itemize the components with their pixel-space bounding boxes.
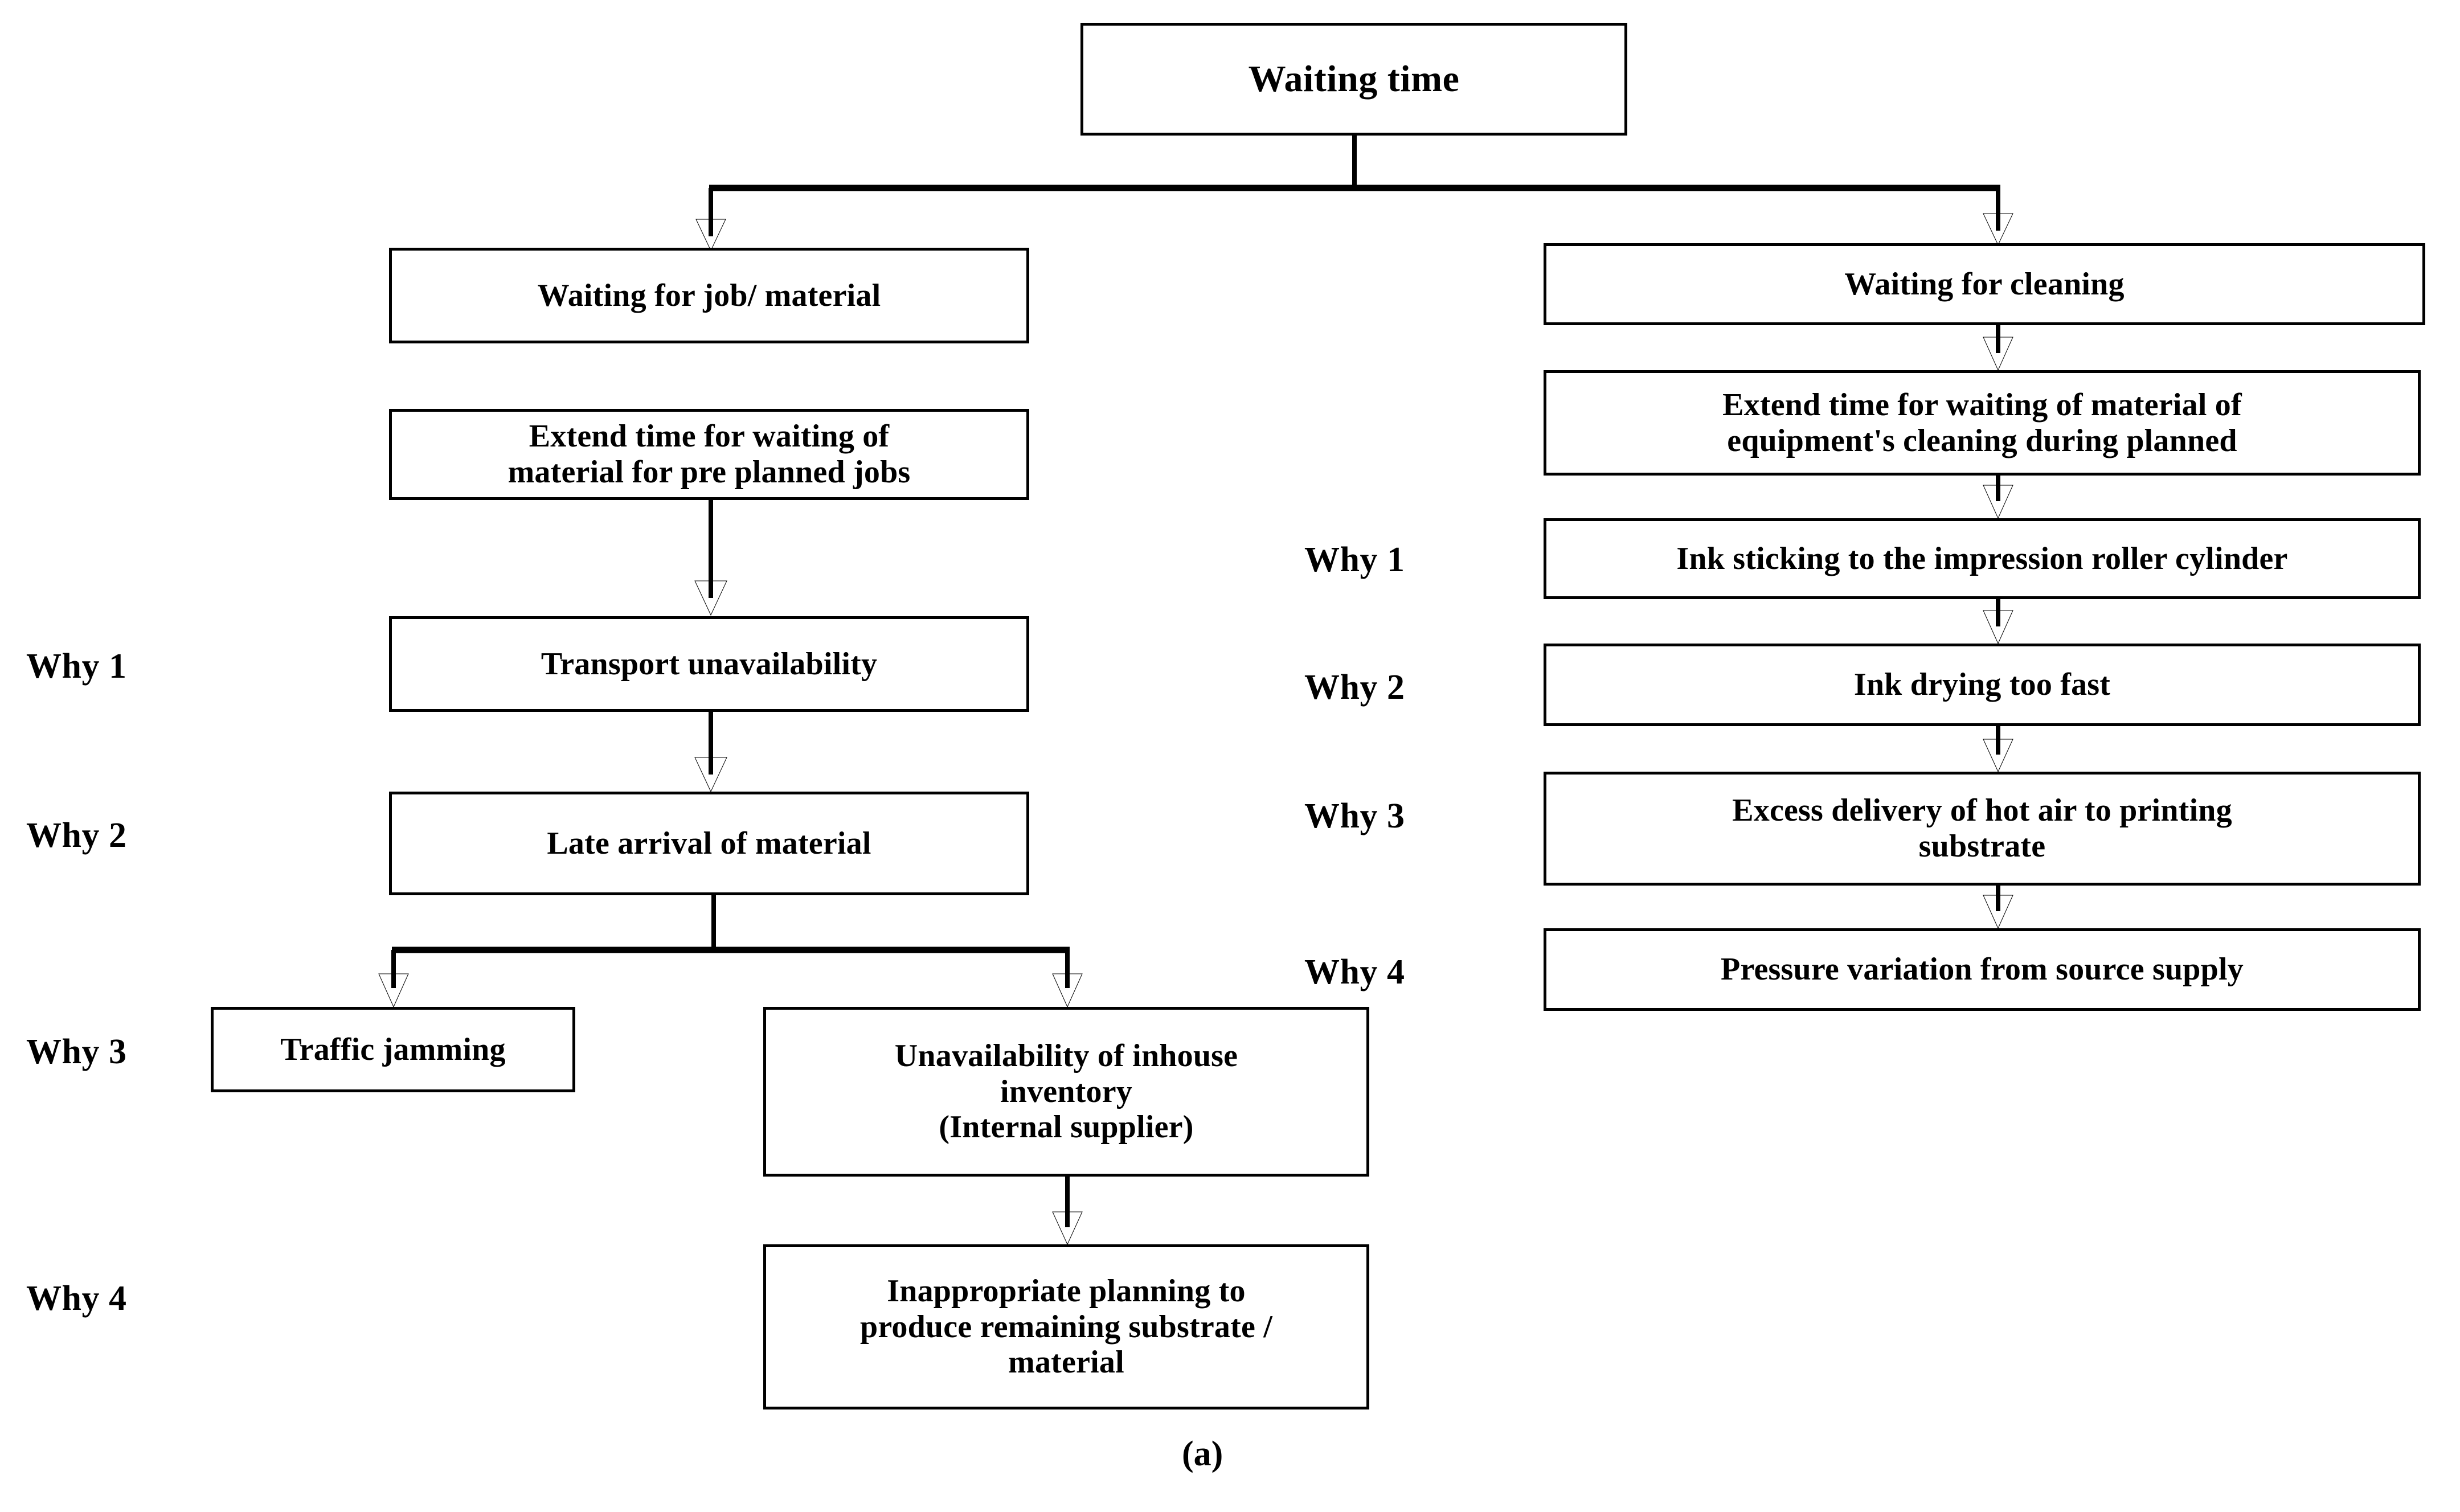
line-2: produce remaining substrate / (860, 1309, 1272, 1345)
arrowhead-r0-r1 (1983, 337, 2013, 371)
line-2: material for pre planned jobs (507, 454, 911, 490)
node-ink-sticking-label: Ink sticking to the impression roller cy… (1676, 540, 2288, 576)
node-pressure-variation[interactable]: Pressure variation from source supply (1544, 928, 2421, 1011)
node-transport-unavailability-label: Transport unavailability (541, 646, 878, 682)
arrowhead-l2-l3 (694, 757, 727, 793)
why-label-right-1: Why 1 (1304, 540, 1405, 579)
node-late-arrival-material-label: Late arrival of material (547, 825, 871, 861)
node-inappropriate-planning-label: Inappropriate planning to produce remain… (860, 1273, 1272, 1380)
node-excess-hot-air[interactable]: Excess delivery of hot air to printing s… (1544, 772, 2421, 886)
why-label-right-2: Why 2 (1304, 668, 1405, 707)
node-waiting-time[interactable]: Waiting time (1080, 23, 1627, 136)
why-label-left-3: Why 3 (26, 1032, 127, 1071)
why-label-left-2: Why 2 (26, 816, 127, 855)
line-1: Inappropriate planning to (887, 1273, 1246, 1309)
node-extend-time-material-label: Extend time for waiting of material for … (508, 419, 911, 490)
node-excess-hot-air-label: Excess delivery of hot air to printing s… (1732, 793, 2232, 864)
node-waiting-for-job-material-label: Waiting for job/ material (537, 277, 881, 313)
node-pressure-variation-label: Pressure variation from source supply (1721, 952, 2244, 987)
arrowhead-r3-r4 (1983, 739, 2013, 773)
why-label-left-1: Why 1 (26, 647, 127, 686)
node-waiting-time-label: Waiting time (1248, 58, 1460, 100)
node-waiting-for-job-material[interactable]: Waiting for job/ material (389, 248, 1029, 343)
figure-caption: (a) (1182, 1435, 1223, 1473)
arrowhead-r1-r2 (1983, 485, 2013, 519)
arrowhead-l3-right (1052, 973, 1083, 1008)
line-3: (Internal supplier) (939, 1109, 1194, 1145)
arrowhead-root-left (695, 219, 726, 252)
node-ink-drying-label: Ink drying too fast (1853, 667, 2111, 703)
node-unavailability-inhouse-inventory-label: Unavailability of inhouse inventory (Int… (895, 1038, 1238, 1145)
line-1: Unavailability of inhouse (894, 1038, 1238, 1073)
arrowhead-r2-r3 (1983, 610, 2013, 645)
node-extend-time-cleaning-label: Extend time for waiting of material of e… (1722, 387, 2242, 458)
line-2: substrate (1918, 829, 2046, 864)
node-unavailability-inhouse-inventory[interactable]: Unavailability of inhouse inventory (Int… (763, 1007, 1369, 1177)
node-transport-unavailability[interactable]: Transport unavailability (389, 616, 1029, 712)
line-3: material (1008, 1345, 1124, 1380)
node-waiting-for-cleaning-label: Waiting for cleaning (1844, 266, 2125, 302)
node-extend-time-cleaning[interactable]: Extend time for waiting of material of e… (1544, 370, 2421, 476)
line-1: Extend time for waiting of (529, 419, 890, 454)
node-extend-time-material[interactable]: Extend time for waiting of material for … (389, 409, 1029, 500)
why-label-right-3: Why 3 (1304, 797, 1405, 835)
line-2: equipment's cleaning during planned (1727, 423, 2237, 458)
node-traffic-jamming-label: Traffic jamming (280, 1031, 506, 1067)
arrowhead-l1-l2 (694, 580, 727, 616)
line-2: inventory (1000, 1073, 1132, 1109)
node-ink-drying[interactable]: Ink drying too fast (1544, 644, 2421, 726)
node-waiting-for-cleaning[interactable]: Waiting for cleaning (1544, 243, 2425, 325)
why-label-right-4: Why 4 (1304, 953, 1405, 991)
arrowhead-root-right (1983, 213, 2013, 246)
arrowhead-l3-left (378, 973, 409, 1008)
node-late-arrival-material[interactable]: Late arrival of material (389, 792, 1029, 895)
why-label-left-4: Why 4 (26, 1279, 127, 1318)
node-inappropriate-planning[interactable]: Inappropriate planning to produce remain… (763, 1244, 1369, 1409)
node-ink-sticking[interactable]: Ink sticking to the impression roller cy… (1544, 518, 2421, 599)
arrowhead-r4-r5 (1983, 895, 2013, 929)
line-1: Extend time for waiting of material of (1722, 387, 2242, 423)
arrowhead-l5-l6 (1052, 1211, 1083, 1245)
line-1: Excess delivery of hot air to printing (1732, 793, 2232, 829)
node-traffic-jamming[interactable]: Traffic jamming (211, 1007, 575, 1092)
